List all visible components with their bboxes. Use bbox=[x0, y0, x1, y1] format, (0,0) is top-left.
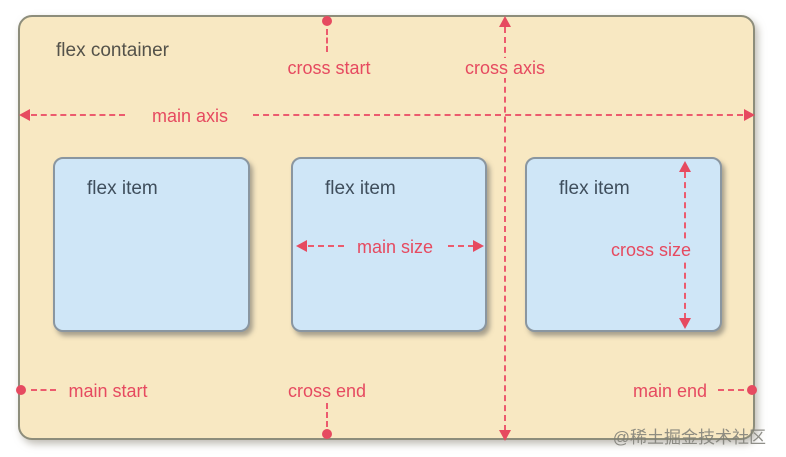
cross-start-label: cross start bbox=[287, 58, 371, 78]
flex-item-1-label: flex item bbox=[87, 178, 158, 199]
main-axis-left-arrow-icon bbox=[19, 109, 30, 121]
main-start-dot-icon bbox=[16, 385, 26, 395]
cross-axis-down-arrow-icon bbox=[499, 430, 511, 441]
cross-axis-label: cross axis bbox=[455, 58, 555, 78]
main-start-label: main start bbox=[68, 381, 148, 401]
flex-item-2-label: flex item bbox=[325, 178, 396, 199]
main-end-dot-icon bbox=[747, 385, 757, 395]
cross-start-dot-icon bbox=[322, 16, 332, 26]
cross-size-down-arrow-icon bbox=[679, 318, 691, 329]
main-size-left-arrow-icon bbox=[296, 240, 307, 252]
cross-end-dot-icon bbox=[322, 429, 332, 439]
cross-end-label: cross end bbox=[287, 381, 367, 401]
main-end-line bbox=[718, 389, 744, 391]
cross-axis-line bbox=[504, 27, 506, 431]
cross-axis-up-arrow-icon bbox=[499, 16, 511, 27]
main-axis-line-right bbox=[253, 114, 743, 116]
main-axis-right-arrow-icon bbox=[744, 109, 755, 121]
main-size-right-arrow-icon bbox=[473, 240, 484, 252]
main-axis-label: main axis bbox=[151, 106, 229, 126]
flex-container-label: flex container bbox=[56, 40, 170, 61]
flex-item-1: flex item bbox=[53, 157, 250, 332]
main-start-line bbox=[31, 389, 56, 391]
main-end-label: main end bbox=[632, 381, 708, 401]
main-axis-line-left bbox=[31, 114, 125, 116]
cross-end-line bbox=[326, 403, 328, 427]
cross-size-up-arrow-icon bbox=[679, 161, 691, 172]
main-size-label: main size bbox=[345, 237, 445, 257]
watermark: @稀土掘金技术社区 bbox=[612, 428, 766, 447]
cross-size-label: cross size bbox=[601, 240, 701, 260]
cross-start-line bbox=[326, 29, 328, 52]
flex-item-3-label: flex item bbox=[559, 178, 630, 199]
